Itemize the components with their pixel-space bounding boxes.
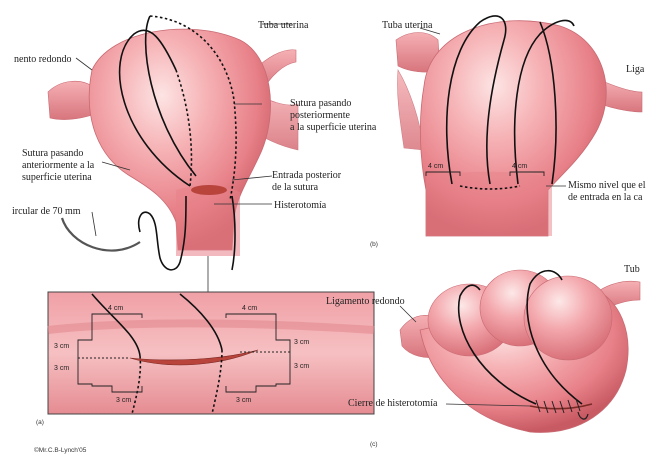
label-suture-posterior-a-3: a la superficie uterina (290, 122, 377, 133)
label-dim-right-b: 4 cm (512, 163, 527, 170)
left-ligament-b (397, 70, 424, 150)
label-suture-posterior-a-1: Sutura pasando (290, 98, 351, 109)
needle-a (62, 218, 140, 251)
inset-dim-top-left: 4 cm (108, 305, 123, 312)
label-suture-anterior-a-1: Sutura pasando (22, 148, 83, 159)
inset-frame (48, 292, 374, 414)
inset-dim-right-1: 3 cm (294, 339, 309, 346)
label-posterior-entry-a-1: Entrada posterior (272, 170, 342, 181)
inset-dim-left-1: 3 cm (54, 343, 69, 350)
label-tube-a: Tuba uterina (258, 20, 309, 31)
inset-dim-right-2: 3 cm (294, 363, 309, 370)
panel-letter-a: (a) (36, 419, 44, 426)
label-posterior-entry-a-2: de la sutura (272, 182, 319, 193)
label-dim-left-b: 4 cm (428, 163, 443, 170)
leader-round-a (76, 58, 92, 70)
panel-b: Tuba uterina Liga 4 cm 4 cm Mismo nivel … (370, 16, 646, 248)
label-closure-c: Cierre de histerotomía (348, 398, 438, 409)
leader-round-c (400, 306, 416, 322)
panel-letter-b: (b) (370, 241, 378, 248)
label-suture-posterior-a-2: posteriormente (290, 110, 351, 121)
inset-dim-top-right: 4 cm (242, 305, 257, 312)
label-round-ligament-a: nento redondo (14, 54, 72, 65)
panel-a: Tuba uterina nento redondo Sutura pasand… (12, 16, 377, 292)
leader-needle-a (92, 212, 96, 236)
inset-dim-bottom-right: 3 cm (236, 397, 251, 404)
hysterotomy-incision-a (191, 185, 227, 195)
copyright: ©Mr.C.B-Lynch'05 (34, 446, 87, 454)
label-tube-b: Tuba uterina (382, 20, 433, 31)
inset-dim-bottom-left: 3 cm (116, 397, 131, 404)
label-needle-a: ircular de 70 mm (12, 206, 81, 217)
label-round-ligament-c: Ligamento redondo (326, 296, 405, 307)
panel-letter-c: (c) (370, 441, 378, 448)
label-hysterotomy-a: Histerotomía (274, 200, 327, 211)
label-same-level-b-1: Mismo nivel que el (568, 180, 646, 191)
label-suture-anterior-a-2: anteriormente a la (22, 160, 95, 171)
label-tube-c: Tub (624, 264, 640, 275)
label-ligament-b: Liga (626, 64, 645, 75)
inset-a: 4 cm 4 cm 3 cm 3 cm 3 cm 3 cm 3 cm 3 cm … (34, 292, 374, 454)
lobe-right-c (524, 276, 612, 360)
label-same-level-b-2: de entrada en la ca (568, 192, 643, 203)
inset-dim-left-2: 3 cm (54, 365, 69, 372)
label-suture-anterior-a-3: superficie uterina (22, 172, 92, 183)
